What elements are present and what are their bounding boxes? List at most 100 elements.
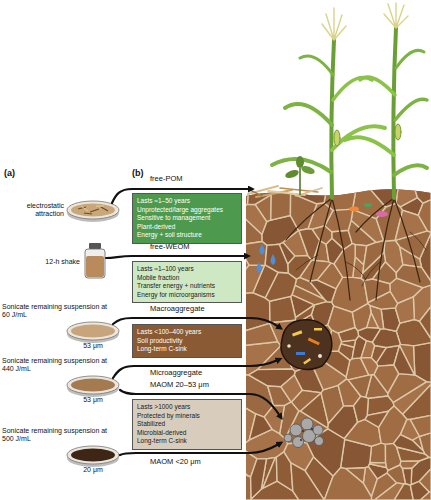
soil-aggregate [281, 320, 332, 370]
shake-bottle [85, 249, 105, 278]
soil-aggregate [318, 354, 322, 358]
box-text: Lasts ≈1–100 years [137, 265, 194, 274]
box-text: Transfer energy + nutrients [137, 282, 215, 291]
shake-bottle [86, 256, 104, 277]
roots [286, 198, 426, 300]
soil-crumb [263, 457, 277, 488]
corn-plants [285, 104, 332, 125]
mineral-particles [301, 418, 313, 430]
soil-aggregate [281, 320, 332, 370]
soil-profile [238, 184, 431, 500]
petri-dish [81, 206, 104, 211]
soil-aggregate [287, 344, 291, 348]
small-plant [299, 168, 301, 195]
box-text: Mobile fraction [137, 274, 179, 283]
roots [376, 198, 394, 300]
box-text: Lasts ≈1–50 years [137, 197, 190, 206]
step-label: Sonicate remaining suspension at 500 J/m… [2, 427, 110, 443]
box-text: Sensitive to management [137, 214, 210, 223]
petri-dish [67, 376, 119, 397]
soil-crumb [361, 358, 378, 375]
surface-litter [248, 186, 322, 197]
soil-organisms [349, 203, 388, 217]
soil-crumb [367, 313, 379, 328]
mineral-particles [290, 424, 302, 436]
box-text: Stabilized [137, 420, 165, 429]
soil-crumb [249, 414, 272, 440]
corn-plants [360, 77, 395, 95]
soil-crumb [361, 341, 374, 358]
corn-plants [395, 99, 427, 120]
soil-crumb [265, 272, 296, 301]
water-droplets [257, 262, 262, 273]
petri-dish [67, 446, 119, 467]
mineral-particles [284, 418, 324, 448]
small-plant [296, 156, 304, 168]
fraction-label: MAOM 20–53 μm [150, 381, 240, 390]
water-droplets [260, 244, 265, 255]
soil-aggregate [314, 328, 322, 331]
petri-dish [71, 325, 115, 338]
box-text: Long-term C-sink [137, 345, 187, 354]
petri-dish [67, 322, 119, 340]
soil-crumb [334, 244, 355, 278]
petri-dish [67, 322, 119, 343]
soil-crumb [374, 365, 399, 393]
fraction-label: free-WEOM [150, 243, 230, 252]
roots [332, 198, 350, 300]
fraction-arrow [106, 189, 280, 455]
soil-crumb [393, 382, 431, 414]
soil-crumb [394, 345, 415, 374]
fraction-label: MAOM <20 μm [150, 458, 240, 467]
corn-plants [322, 8, 346, 40]
fraction-label: Microaggregate [150, 369, 240, 378]
soil-crumb [328, 306, 355, 333]
surface-litter [250, 190, 262, 196]
soil-profile [238, 184, 431, 500]
fraction-label: Macroaggregate [150, 305, 240, 314]
box-text: Long-term C-sink [137, 437, 187, 446]
soil-crumb [265, 244, 288, 273]
info-box: Lasts >1000 yearsProtected by mineralsSt… [132, 399, 242, 450]
petri-dish [71, 449, 115, 462]
soil-aggregate [308, 338, 320, 346]
soil-crumb [309, 280, 336, 302]
roots [362, 262, 380, 286]
corn-plants [345, 137, 394, 155]
step-label: 12-h shake [2, 258, 80, 266]
soil-crumb [396, 265, 431, 288]
soil-aggregate [296, 352, 305, 355]
box-text: Energy for microorganisms [137, 291, 215, 300]
shake-bottle [85, 243, 105, 278]
box-text: Protected by minerals [137, 412, 200, 421]
soil-crumb [348, 375, 371, 397]
soil-crumb [291, 463, 324, 500]
step-label: Sonicate remaining suspension at 60 J/mL [2, 303, 110, 319]
petri-dish [71, 379, 115, 392]
sieve-size: 53 μm [73, 342, 113, 350]
soil-crumb [395, 297, 414, 323]
petri-dish [67, 201, 119, 222]
corn-plants [396, 50, 424, 68]
roots [394, 198, 420, 282]
roots [356, 198, 394, 232]
box-text: Lasts >1000 years [137, 403, 190, 412]
water-droplets [257, 244, 276, 273]
soil-crumb [393, 435, 424, 454]
corn-plants [384, 3, 408, 28]
soil-crumb [328, 406, 358, 439]
soil-aggregate [292, 330, 302, 336]
box-text: Microbial-derived [137, 429, 187, 438]
fraction-label: free-POM [150, 175, 230, 184]
info-box: Lasts <100–400 yearsSoil productivityLon… [132, 324, 242, 358]
sieve-size: 20 μm [73, 466, 113, 474]
box-text: Plant-derived [137, 223, 175, 232]
mineral-particles [311, 428, 313, 430]
roots [296, 255, 318, 270]
roots [286, 198, 332, 240]
panel-letter: (a) [4, 168, 28, 178]
corn-plants [395, 124, 401, 140]
soil-crumb [251, 459, 267, 499]
soil-crumb [396, 184, 417, 207]
